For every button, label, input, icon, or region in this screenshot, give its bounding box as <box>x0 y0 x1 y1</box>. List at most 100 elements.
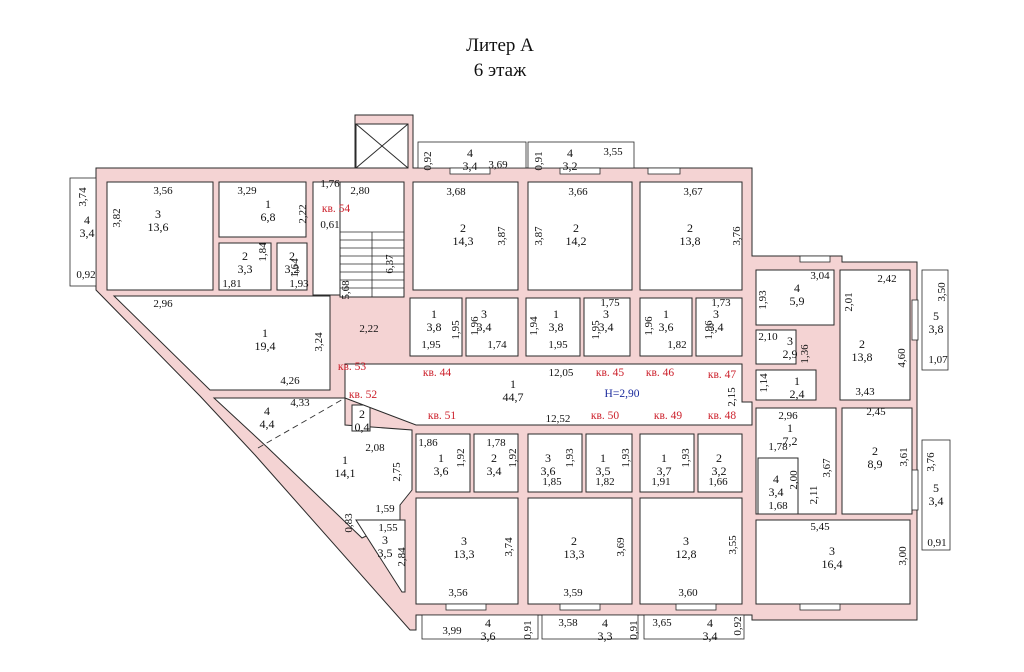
apartment-label: кв. 51 <box>428 410 457 422</box>
dimension-label: 2,96 <box>153 298 173 310</box>
room-number: 1 <box>438 451 444 465</box>
dimension-label: 4,60 <box>896 348 908 368</box>
room-area: 13,8 <box>852 350 873 364</box>
dimension-label: 2,96 <box>778 410 798 422</box>
dimension-label: 1,92 <box>507 448 519 467</box>
room-number: 4 <box>602 616 608 630</box>
room-number: 2 <box>571 534 577 548</box>
dimension-label: 1,93 <box>680 448 692 468</box>
room-number: 4 <box>794 281 800 295</box>
room-number: 2 <box>872 444 878 458</box>
room-number: 2 <box>573 221 579 235</box>
room-number: 1 <box>661 451 667 465</box>
dimension-label: 3,76 <box>731 226 743 246</box>
dimension-label: 2,75 <box>391 462 403 482</box>
dimension-label: 3,55 <box>727 535 739 555</box>
dimension-label: 3,24 <box>313 332 325 352</box>
room-area: 13,8 <box>680 234 701 248</box>
room-area: 3,8 <box>929 322 944 336</box>
dimension-label: 2,01 <box>843 292 855 311</box>
room-number: 3 <box>787 334 793 348</box>
room-number: 2 <box>289 249 295 263</box>
room-2-3-4 <box>473 433 519 493</box>
balcony-4-3-4-bottom <box>643 614 745 640</box>
dimension-label: 1,81 <box>222 278 241 290</box>
room-3-3-4-b <box>583 297 631 357</box>
room-number: 3 <box>829 544 835 558</box>
dimension-label: 2,45 <box>866 406 886 418</box>
room-area: 3,3 <box>598 629 613 643</box>
room-1-3-6-b <box>415 433 471 493</box>
room-area: 14,2 <box>566 234 587 248</box>
plan-labels: 43,4313,616,823,323,2119,444,420,4114,13… <box>76 146 948 643</box>
room-area: 13,3 <box>454 547 475 561</box>
room-1-3-7 <box>639 433 695 493</box>
dimension-label: 3,55 <box>603 146 623 158</box>
room-1-19-4 <box>112 295 331 391</box>
room-1-2-4 <box>755 369 817 401</box>
room-number: 1 <box>342 453 348 467</box>
dimension-label: 12,52 <box>546 413 571 425</box>
dimension-label: 3,99 <box>442 625 462 637</box>
dimension-label: 2,15 <box>726 387 738 407</box>
dimension-label: 1,95 <box>421 339 441 351</box>
dimension-label: 1,93 <box>757 290 769 310</box>
room-area: 3,4 <box>463 159 478 173</box>
room-1-6-8 <box>218 181 307 238</box>
room-number: 5 <box>933 309 939 323</box>
dimension-label: 1,86 <box>418 437 438 449</box>
room-number: 1 <box>510 377 516 391</box>
dimension-label: 3,61 <box>898 447 910 466</box>
room-area: 3,6 <box>659 320 674 334</box>
dimension-label: 1,93 <box>564 448 576 468</box>
dimension-label: 3,67 <box>821 458 833 478</box>
dimension-label: 3,68 <box>446 186 466 198</box>
room-area: 3,4 <box>80 226 95 240</box>
balcony-4-3-6 <box>421 614 539 640</box>
dimension-label: 2,00 <box>788 470 800 490</box>
room-area: 3,4 <box>769 485 784 499</box>
dimension-label: 1,55 <box>378 522 398 534</box>
room-area: 3,6 <box>434 464 449 478</box>
room-4-3-4-right <box>757 457 799 515</box>
room-area: 3,4 <box>487 464 502 478</box>
dimension-label: 3,69 <box>488 159 508 171</box>
room-number: 2 <box>687 221 693 235</box>
dimension-label: 1,76 <box>320 178 340 190</box>
dimension-label: 1,74 <box>487 339 507 351</box>
balcony-5-3-4 <box>921 439 951 551</box>
room-number: 3 <box>481 307 487 321</box>
room-area: 3,2 <box>285 262 300 276</box>
room-3-3-5 <box>355 519 406 593</box>
dimension-label: 0,91 <box>522 620 534 639</box>
dimension-label: 1,85 <box>542 476 562 488</box>
balcony-4-3-2-top <box>527 141 635 169</box>
dimension-label: 1,95 <box>590 320 602 340</box>
corridor-44-7 <box>344 363 753 426</box>
room-number: 4 <box>264 404 270 418</box>
dimension-label: 3,67 <box>683 186 703 198</box>
apartment-label: кв. 52 <box>349 389 378 401</box>
room-area: 14,1 <box>335 466 356 480</box>
dimension-label: 3,87 <box>496 226 508 246</box>
dimension-label: 3,65 <box>652 617 672 629</box>
balcony-4-3-4 <box>69 177 97 287</box>
dimension-label: 1,75 <box>600 297 620 309</box>
room-area: 3,4 <box>599 320 614 334</box>
dimension-label: 1,82 <box>595 476 614 488</box>
dimension-label: 5,68 <box>340 280 352 300</box>
room-area: 3,3 <box>238 262 253 276</box>
room-area: 12,8 <box>676 547 697 561</box>
dimension-label: 0,83 <box>343 513 355 533</box>
dimension-label: 2,10 <box>758 331 778 343</box>
room-area: 0,4 <box>355 420 370 434</box>
room-3-2-9 <box>755 329 797 365</box>
dimension-label: 1,84 <box>257 242 269 262</box>
apartment-label: кв. 49 <box>654 410 683 422</box>
room-number: 2 <box>859 337 865 351</box>
room-2-8-9 <box>841 407 913 515</box>
room-number: 4 <box>773 472 779 486</box>
room-2-14-3 <box>412 181 519 291</box>
dimension-label: 2,11 <box>808 486 820 505</box>
